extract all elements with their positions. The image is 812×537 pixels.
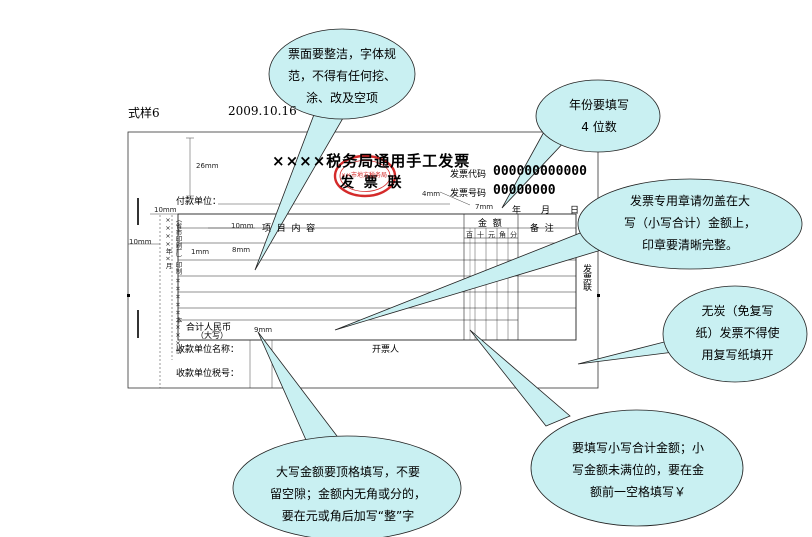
dim-1mm: 1mm [191, 248, 210, 256]
bubble-6 [232, 435, 462, 537]
code-label: 发票代码 [450, 170, 487, 180]
bubble-6-pointer [257, 331, 341, 441]
sample-date: 2009.10.16 [228, 104, 297, 118]
callout-3-line-3: 印章要清晰完整。 [641, 238, 738, 252]
bubble-5 [530, 409, 744, 527]
dim-7mm: 7mm [475, 203, 494, 211]
bubble-2 [535, 79, 661, 153]
code-value: 000000000000 [493, 164, 587, 179]
dim-10mm-b: 10mm [129, 238, 152, 246]
callout-6-line-1: 大写金额要顶格填写，不要 [275, 465, 420, 479]
dim-9mm: 9mm [254, 326, 273, 334]
payee-name-label: 收款单位名称： [176, 345, 240, 355]
dim-26mm: 26mm [196, 162, 219, 170]
number-value: 00000000 [493, 183, 556, 198]
year-label: 年 [512, 206, 522, 216]
right-dot [597, 294, 600, 297]
month-label: 月 [541, 206, 551, 216]
total-sub: （大写） [196, 331, 228, 340]
drawer-label: 开票人 [372, 345, 400, 355]
callout-seal: 发票专用章请勿盖在大 写（小写合计）金额上， 印章要清晰完整。 [600, 190, 780, 256]
digit-hundreds: 百 [466, 231, 473, 239]
callout-1-line-3: 涂、改及空项 [305, 91, 378, 105]
callout-4-line-2: 纸）发票不得使 [695, 326, 780, 340]
bubble-1 [268, 28, 416, 120]
dim-10mm-c: 10mm [231, 222, 254, 230]
callout-2-line-2: 4 位数 [581, 120, 617, 134]
bubble-1-pointer [254, 103, 351, 271]
callout-6-line-2: 留空隙；金额内无角或分的， [269, 487, 426, 501]
callout-uppercase-amount: 大写金额要顶格填写，不要 留空隙；金额内无角或分的， 要在元或角后加写“整”字 [250, 461, 446, 527]
payee-tax-label: 收款单位税号： [176, 369, 240, 379]
callout-3-line-2: 写（小写合计）金额上， [623, 216, 756, 230]
col-note: 备 注 [530, 224, 554, 234]
seal-text: ××市地方税务局 [341, 172, 388, 179]
callout-5-line-3: 额前一空格填写￥ [589, 485, 686, 499]
callout-4-line-3: 用复写纸填开 [701, 348, 774, 362]
callout-1-line-1: 票面要整洁，字体规 [287, 47, 396, 61]
callout-lowercase-amount: 要填写小写合计金额；小 写金额未满位的，要在金 额前一空格填写￥ [556, 437, 720, 503]
callout-carbonless: 无炭（免复写 纸）发票不得使 用复写纸填开 [680, 300, 795, 366]
callout-1-line-2: 范，不得有任何挖、 [287, 69, 396, 83]
outer-frame [127, 131, 599, 389]
total-label: 合计人民币 [186, 323, 232, 333]
invoice-subtitle: 发 票 联 [340, 175, 402, 191]
col-item: 项 目 内 容 [262, 224, 316, 234]
number-label: 发票号码 [450, 189, 487, 199]
vertical-print-note: （省市印刷厂）印制 ×××××本×××份 ××××年×月 [164, 216, 182, 354]
sample-label: 式样6 [128, 106, 160, 120]
callout-3-line-1: 发票专用章请勿盖在大 [629, 194, 750, 208]
bubble-3 [577, 178, 803, 270]
digit-jiao: 角 [499, 231, 506, 239]
callout-6-line-3: 要在元或角后加写“整”字 [281, 509, 415, 523]
day-label: 日 [570, 206, 580, 216]
digit-tens: 十 [477, 231, 484, 239]
callout-5-line-2: 写金额未满位的，要在金 [571, 463, 704, 477]
dim-4mm: 4mm [422, 190, 441, 198]
main-table [177, 213, 577, 341]
callout-5-line-1: 要填写小写合计金额；小 [571, 441, 704, 455]
invoice-title: ××××税务局通用手工发票 [272, 152, 471, 170]
digit-yuan: 元 [488, 231, 495, 239]
col-amount: 金 额 [478, 219, 502, 229]
dim-8mm: 8mm [232, 246, 251, 254]
side-label: 发票联 [581, 264, 591, 291]
callout-year: 年份要填写 4 位数 [554, 94, 644, 138]
left-dot [127, 294, 130, 297]
callout-cleanliness: 票面要整洁，字体规 范，不得有任何挖、 涂、改及空项 [286, 43, 398, 109]
payer-label: 付款单位： [176, 197, 222, 207]
callout-4-line-1: 无炭（免复写 [701, 304, 774, 318]
seal-ellipse [333, 154, 397, 198]
digit-fen: 分 [510, 231, 517, 239]
callout-2-line-1: 年份要填写 [568, 98, 629, 112]
bubble-5-pointer [469, 329, 571, 427]
dim-10mm-a: 10mm [154, 206, 177, 214]
bubble-4 [662, 285, 808, 383]
